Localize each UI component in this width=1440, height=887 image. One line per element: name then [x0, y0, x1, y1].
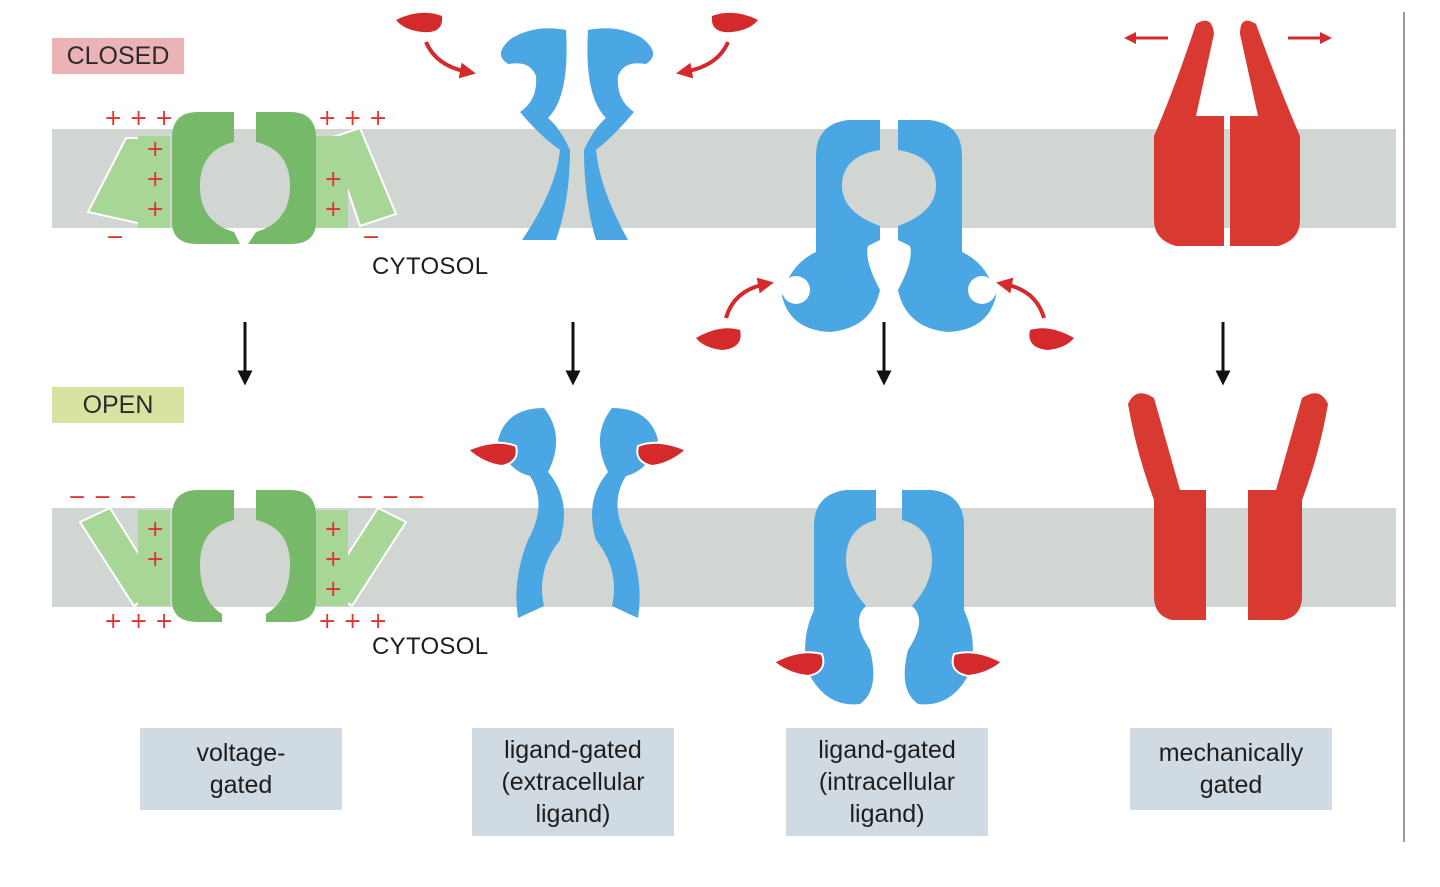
plus-sign: +	[324, 167, 342, 192]
minus-row: − − −	[68, 485, 137, 510]
voltage-sensor-charges-closed: + + + + + + + + + + + − −	[104, 106, 387, 250]
plus-row: + + +	[104, 106, 173, 131]
plus-sign: +	[324, 197, 342, 222]
extracellular-ligand-channel-closed	[500, 28, 654, 241]
bound-ligands-extracellular	[466, 441, 688, 468]
voltage-gated-channel-open	[78, 490, 408, 622]
minus-row: − − −	[356, 485, 425, 510]
open-state-label: OPEN	[52, 387, 184, 423]
intracellular-ligand-channel-open	[805, 490, 973, 705]
transition-arrows	[237, 322, 1231, 386]
mechanically-gated-channel-closed	[1154, 20, 1300, 246]
minus-sign: −	[362, 225, 380, 250]
ligand-molecule	[636, 441, 688, 468]
ligand-molecule	[396, 12, 443, 33]
plus-sign: +	[324, 577, 342, 602]
mechanically-gated-channel-open	[1128, 393, 1328, 620]
closed-state-label: CLOSED	[52, 38, 184, 74]
plus-sign: +	[146, 137, 164, 162]
binding-arrow	[676, 41, 730, 79]
plus-sign: +	[146, 167, 164, 192]
caption-voltage-gated: voltage- gated	[140, 728, 342, 810]
free-ligands-extracellular	[396, 12, 758, 33]
caption-ligand-gated-intracellular: ligand-gated (intracellular ligand)	[786, 728, 988, 836]
ligand-molecule	[951, 651, 1004, 678]
binding-arrow	[996, 277, 1046, 319]
plus-row: + + +	[318, 609, 387, 634]
plus-sign: +	[324, 517, 342, 542]
caption-mechanically-gated: mechanically gated	[1130, 728, 1332, 810]
plus-sign: +	[324, 547, 342, 572]
minus-sign: −	[106, 225, 124, 250]
ligand-molecule	[711, 12, 758, 33]
plus-sign: +	[146, 517, 164, 542]
plus-sign: +	[146, 547, 164, 572]
binding-arrow	[724, 277, 774, 319]
ligand-molecule	[1029, 328, 1074, 350]
plus-sign: +	[146, 197, 164, 222]
plus-row: + + +	[318, 106, 387, 131]
caption-ligand-gated-extracellular: ligand-gated (extracellular ligand)	[472, 728, 674, 836]
plus-row: + + +	[104, 609, 173, 634]
ligand-molecule	[772, 651, 825, 678]
voltage-gated-channel-closed	[86, 112, 398, 244]
ligand-molecule	[466, 441, 518, 468]
cytosol-label-closed: CYTOSOL	[372, 253, 489, 280]
free-ligands-intracellular	[696, 328, 1074, 350]
binding-arrow	[424, 41, 476, 79]
bound-ligands-intracellular	[772, 651, 1004, 678]
voltage-sensor-charges-open: − − − − − − + + + + + + + + + + +	[68, 485, 425, 634]
cytosol-label-open: CYTOSOL	[372, 633, 489, 660]
ligand-molecule	[696, 328, 741, 350]
intracellular-ligand-channel-closed	[782, 120, 996, 332]
